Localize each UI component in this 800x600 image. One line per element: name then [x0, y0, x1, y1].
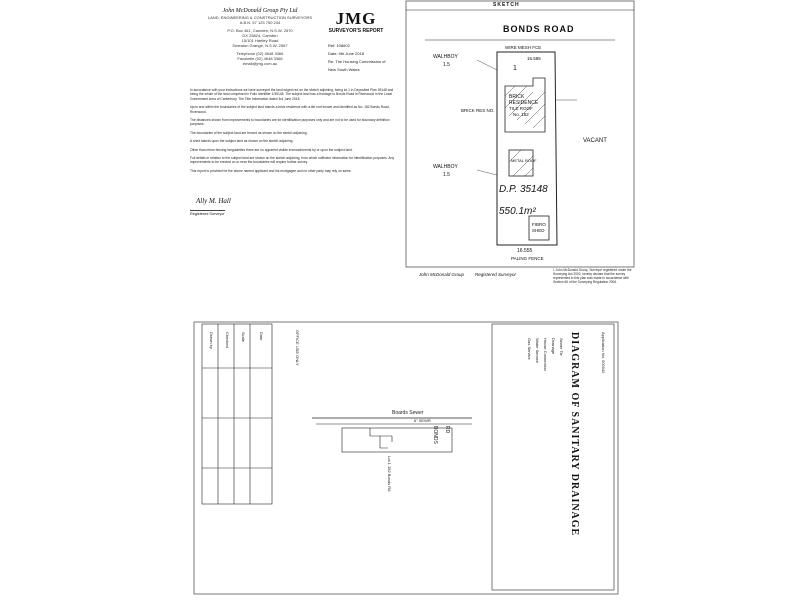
residence-label: BRICK — [509, 94, 525, 100]
office-use-table — [201, 323, 273, 505]
metal-roof-annex — [508, 149, 534, 177]
drain-line — [369, 428, 388, 449]
lot-area: 550.1m² — [499, 206, 536, 217]
vacant-label: VACANT — [583, 138, 607, 144]
approvals-panel — [491, 323, 615, 591]
top-fence-label: WIRE MESH FCE — [505, 45, 541, 50]
lot-number: 1 — [513, 65, 517, 72]
approval-item: Gas Service — [527, 338, 532, 360]
address-line: DX 25824, Camden — [242, 33, 278, 38]
shed-outline — [528, 215, 550, 241]
sanitary-drainage-page: OFFICE USE ONLY Drawn by Checked Scale D… — [192, 318, 620, 600]
sketch-title: SKETCH — [493, 2, 520, 8]
drainage-lot-label: Lot 1 182 Bonds Rd — [387, 456, 392, 492]
lot-boundary — [496, 51, 558, 246]
report-ref: Ref: 108602 — [328, 43, 350, 48]
site-sketch-drawing: BONDS ROAD WIRE MESH FCE 16.585 1 WALHBO… — [405, 0, 635, 277]
shed-label: FIBRO — [532, 222, 546, 227]
office-use-header: OFFICE USE ONLY — [295, 330, 300, 366]
bottom-fence-label: PALING FENCE — [511, 256, 544, 261]
table-row-label: Checked — [225, 332, 230, 348]
report-paragraph: Other than minor fencing irregularities … — [190, 147, 353, 152]
address-line: P.O. Box 461, Camden, N.S.W. 2570 — [227, 28, 293, 33]
approval-item: Water Service — [535, 338, 540, 363]
deposited-plan: D.P. 35148 — [499, 184, 548, 195]
residence-label: No. 182 — [513, 112, 529, 117]
report-to-line2: New South Wales — [328, 67, 360, 72]
left-mid-label: WALHBOY — [433, 164, 458, 170]
sewer-label: Boards Sewer — [392, 410, 424, 416]
report-to: Re: The Housing Commission of — [328, 59, 386, 64]
report-paragraph: The distances shown from improvements to… — [190, 118, 390, 127]
company-letterhead: John McDonald Group Pty Ltd LAND, ENGINE… — [200, 8, 320, 66]
residence-label: TILE ROOF — [509, 106, 533, 111]
telephone: Telephone (02) 4648 3366 — [236, 51, 284, 56]
sketch-signature-right: Registered Surveyor — [475, 272, 517, 277]
report-body: In accordance with your instructions we … — [190, 88, 395, 177]
address-line: 15/101 Hartley Road — [241, 38, 279, 43]
annex-hatch — [508, 149, 534, 177]
diagram-title: DIAGRAM OF SANITARY DRAINAGE — [569, 332, 580, 537]
facsimile: Facsimile (02) 4648 3366 — [237, 56, 283, 61]
report-paragraph: The boundaries of the subject land are f… — [190, 130, 308, 135]
table-row-label: Drawn by — [209, 332, 214, 349]
report-paragraph: A shed stands upon the subject land as s… — [190, 139, 294, 144]
jmg-logo: JMG — [335, 9, 377, 28]
report-paragraph: This report is provided for the above na… — [190, 168, 352, 173]
drainage-diagram-drawing — [193, 321, 619, 595]
company-subtitle: LAND, ENGINEERING & CONSTRUCTION SURVEYO… — [207, 15, 313, 20]
road-name: BONDS ROAD — [503, 24, 575, 34]
approval-item: Drainage — [551, 338, 556, 355]
surveyor-report-page: John McDonald Group Pty Ltd LAND, ENGINE… — [186, 0, 396, 318]
sketch-frame — [405, 0, 635, 268]
road-sub-label: RD — [444, 426, 450, 434]
report-paragraph: Full details in relation to the subject … — [190, 156, 395, 165]
report-meta: Ref: 108602 Date: 9th June 2018 Re: The … — [328, 42, 386, 74]
jmg-logo-block: JMG SURVEYOR'S REPORT — [326, 9, 386, 35]
company-abn: A.B.N. 57 123 750 244 — [239, 20, 281, 25]
leader-line — [476, 169, 498, 176]
address-line: Smeaton Grange, N.S.W. 2567 — [232, 43, 288, 48]
sewer-sub-label: 6" SEWR — [414, 418, 431, 423]
left-top-label: WALHBOY — [433, 54, 458, 60]
application-number: Application No. 000042 — [601, 332, 606, 374]
table-row-label: Date — [259, 332, 264, 341]
left-top-dimension: 1.5 — [443, 62, 450, 68]
sketch-page: SKETCH — [405, 0, 635, 318]
registered-surveyor-label: Registered Surveyor — [190, 210, 225, 216]
report-date: Date: 9th June 2018 — [328, 51, 365, 56]
email: email@jmg.com.au — [242, 61, 278, 66]
surveyor-declaration: I, John McDonald Group, Surveyor registe… — [553, 268, 632, 284]
surveyor-signature: Ally M. Hall — [196, 197, 231, 205]
residence-hatch — [504, 85, 546, 129]
report-paragraph: Upon and within the boundaries of the su… — [190, 105, 390, 114]
approval-item: House Connection — [543, 338, 548, 371]
approval-item: Sewer Tie — [559, 338, 564, 356]
leader-line — [476, 59, 498, 71]
metal-roof-label: METAL ROOF — [511, 158, 537, 163]
report-heading: SURVEYOR'S REPORT — [328, 28, 384, 34]
drainage-lot — [341, 427, 453, 453]
company-name: John McDonald Group Pty Ltd — [222, 8, 298, 14]
left-mid-dimension: 1.5 — [443, 172, 450, 178]
table-row-label: Scale — [241, 332, 246, 343]
bottom-dimension: 16.555 — [517, 248, 533, 254]
sketch-signature-left: John McDonald Group — [418, 272, 465, 277]
drain-line — [380, 435, 393, 442]
report-paragraph: In accordance with your instructions we … — [190, 88, 394, 101]
diagram-frame — [193, 321, 619, 595]
residence-label: RESIDENCE — [509, 100, 539, 106]
top-dimension: 16.585 — [527, 56, 541, 61]
brick-left-label: BRICK RES NO. — [461, 108, 495, 113]
shed-label: SHED — [532, 228, 545, 233]
residence-outline — [504, 77, 546, 133]
road-label: BONDS — [432, 426, 438, 444]
